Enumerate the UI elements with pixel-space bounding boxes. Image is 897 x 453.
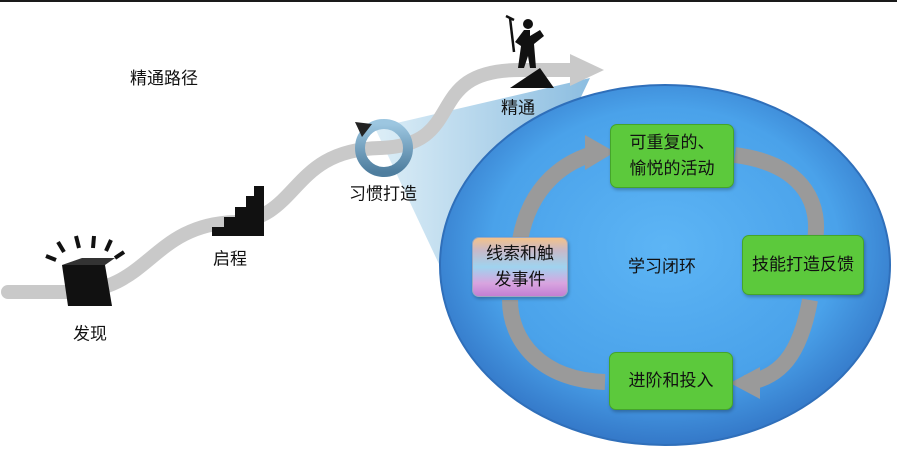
- arrow-right-icon: [570, 54, 604, 86]
- stage-label-habit: 习惯打造: [349, 184, 417, 205]
- loop-box-left-line2: 发事件: [494, 270, 546, 290]
- loop-box-top-line1: 可重复的、: [629, 133, 715, 153]
- loop-box-top-line2: 愉悦的活动: [629, 159, 715, 179]
- loop-box-skill-feedback: 技能打造反馈: [742, 235, 864, 295]
- top-border-line: [0, 0, 897, 2]
- loop-arrowhead-bottom: [730, 367, 760, 399]
- loop-box-bottom-label: 进阶和投入: [628, 371, 714, 391]
- cycle-icon: [355, 119, 413, 177]
- loop-box-repeatable-activity: 可重复的、 愉悦的活动: [610, 124, 734, 188]
- loop-box-left-line1: 线索和触: [486, 244, 554, 264]
- loop-arrowhead-top: [585, 135, 615, 170]
- loop-box-right-label: 技能打造反馈: [752, 255, 854, 275]
- stage-label-discover: 发现: [73, 324, 107, 345]
- diagram-title: 精通路径: [130, 69, 198, 89]
- stage-label-start: 启程: [213, 249, 247, 270]
- mountain-climber-icon: [505, 14, 554, 88]
- mastery-path: [1, 63, 582, 299]
- loop-box-progress-investment: 进阶和投入: [609, 352, 733, 410]
- stage-label-mastery: 精通: [501, 98, 535, 119]
- loop-center-label: 学习闭环: [628, 257, 696, 277]
- staircase-icon: [212, 186, 264, 236]
- open-box-icon: [45, 235, 126, 306]
- loop-box-cues-triggers: 线索和触 发事件: [472, 237, 568, 297]
